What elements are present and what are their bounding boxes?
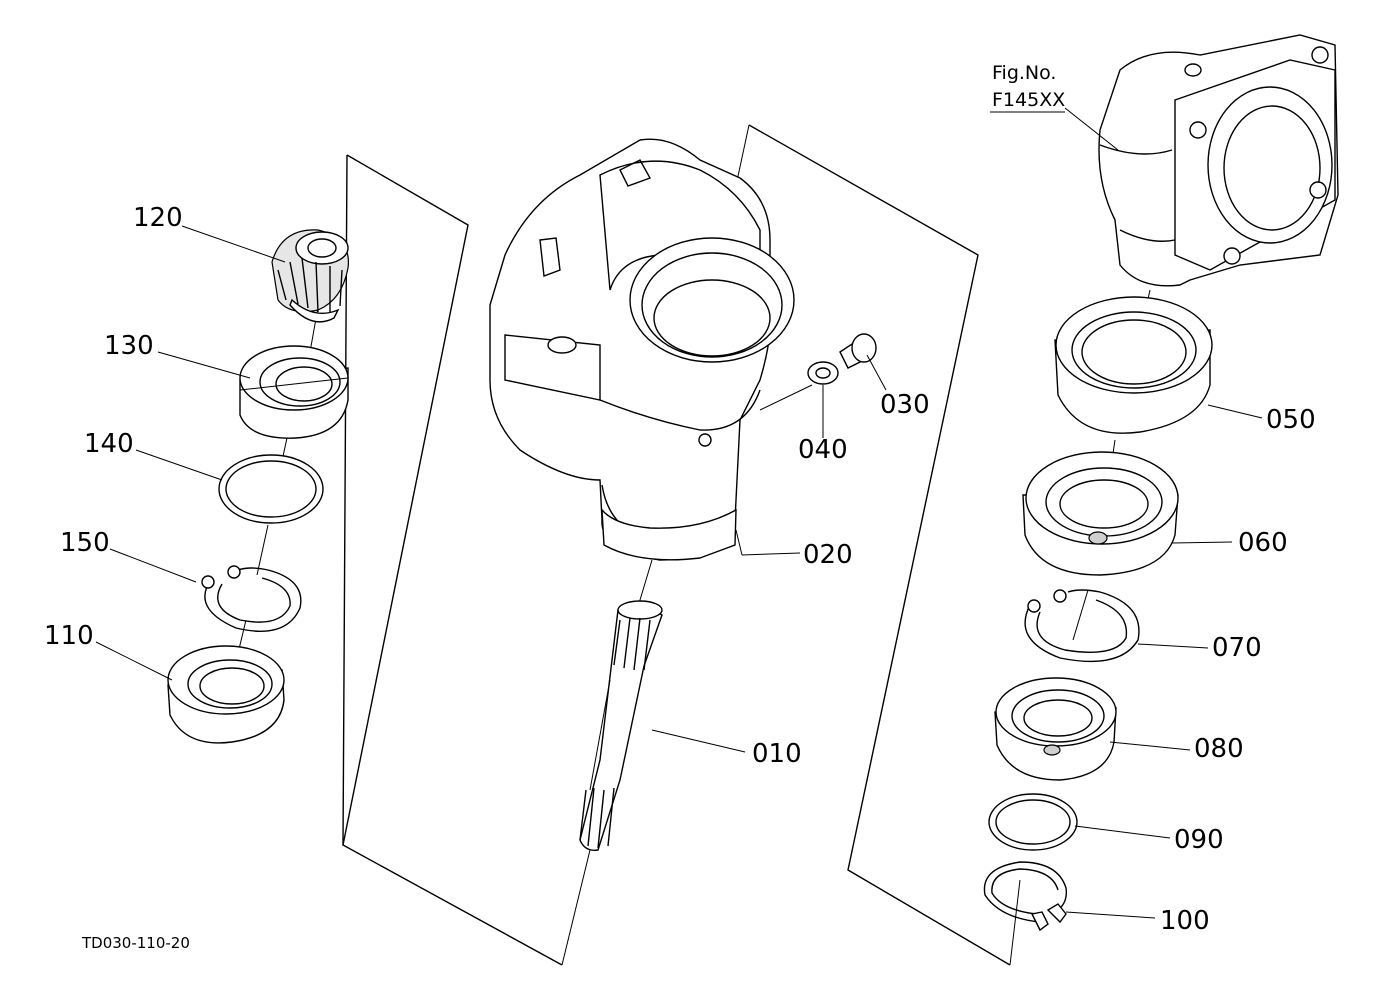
drawing-code: TD030-110-20 bbox=[81, 934, 190, 952]
part-label-070: 070 bbox=[1212, 633, 1262, 663]
part-label-120: 120 bbox=[133, 203, 183, 233]
part-label-030: 030 bbox=[880, 390, 930, 420]
part-label-050: 050 bbox=[1266, 405, 1316, 435]
fig-no-label: Fig.No. bbox=[992, 62, 1056, 84]
part-label-060: 060 bbox=[1238, 528, 1288, 558]
part-label-020: 020 bbox=[803, 540, 853, 570]
part-label-080: 080 bbox=[1194, 734, 1244, 764]
shim-left-drawing bbox=[218, 454, 324, 524]
gear-case-drawing bbox=[489, 138, 795, 561]
ball-bearing-left-drawing bbox=[239, 345, 349, 439]
part-label-130: 130 bbox=[104, 331, 154, 361]
plug-drawing bbox=[839, 333, 877, 369]
snap-ring-external-drawing bbox=[983, 861, 1068, 932]
bevel-gear-drawing bbox=[271, 229, 350, 323]
oil-seal-right-drawing bbox=[1054, 296, 1213, 434]
part-label-100: 100 bbox=[1160, 906, 1210, 936]
oil-seal-left-drawing bbox=[167, 645, 285, 744]
ball-bearing-right-drawing bbox=[1022, 451, 1179, 576]
gasket-drawing bbox=[807, 361, 839, 385]
part-label-150: 150 bbox=[60, 528, 110, 558]
part-label-110: 110 bbox=[44, 621, 94, 651]
assembly-frame-right bbox=[748, 124, 1011, 966]
part-label-040: 040 bbox=[798, 435, 848, 465]
linked-housing-drawing bbox=[1098, 34, 1339, 287]
snap-ring-left-drawing bbox=[201, 565, 302, 632]
fig-no-value: F145XX bbox=[992, 89, 1065, 111]
shim-right-drawing bbox=[988, 793, 1078, 851]
shaft-drawing bbox=[579, 600, 663, 851]
leader-lines bbox=[95, 107, 1263, 919]
part-label-010: 010 bbox=[752, 739, 802, 769]
part-label-090: 090 bbox=[1174, 825, 1224, 855]
snap-ring-right-drawing bbox=[1024, 589, 1140, 663]
ball-bearing-right-small-drawing bbox=[994, 677, 1117, 781]
part-label-140: 140 bbox=[84, 429, 134, 459]
